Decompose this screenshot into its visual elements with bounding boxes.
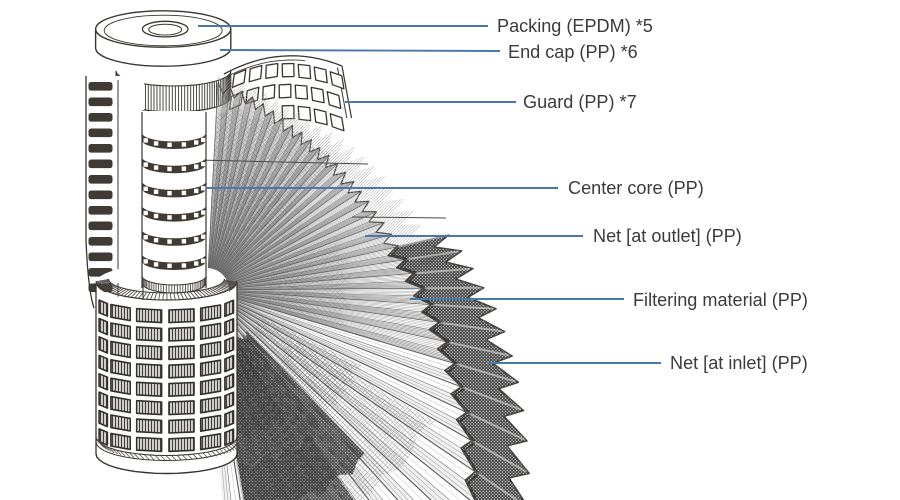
svg-text:Packing (EPDM) *5: Packing (EPDM) *5 bbox=[497, 16, 653, 36]
svg-text:Filtering material (PP): Filtering material (PP) bbox=[633, 290, 808, 310]
svg-text:Net [at inlet] (PP): Net [at inlet] (PP) bbox=[670, 353, 808, 373]
svg-text:Guard (PP) *7: Guard (PP) *7 bbox=[523, 92, 637, 112]
svg-text:Center core (PP): Center core (PP) bbox=[568, 178, 704, 198]
svg-text:End cap (PP) *6: End cap (PP) *6 bbox=[508, 42, 638, 62]
svg-text:Net [at outlet] (PP): Net [at outlet] (PP) bbox=[593, 226, 742, 246]
